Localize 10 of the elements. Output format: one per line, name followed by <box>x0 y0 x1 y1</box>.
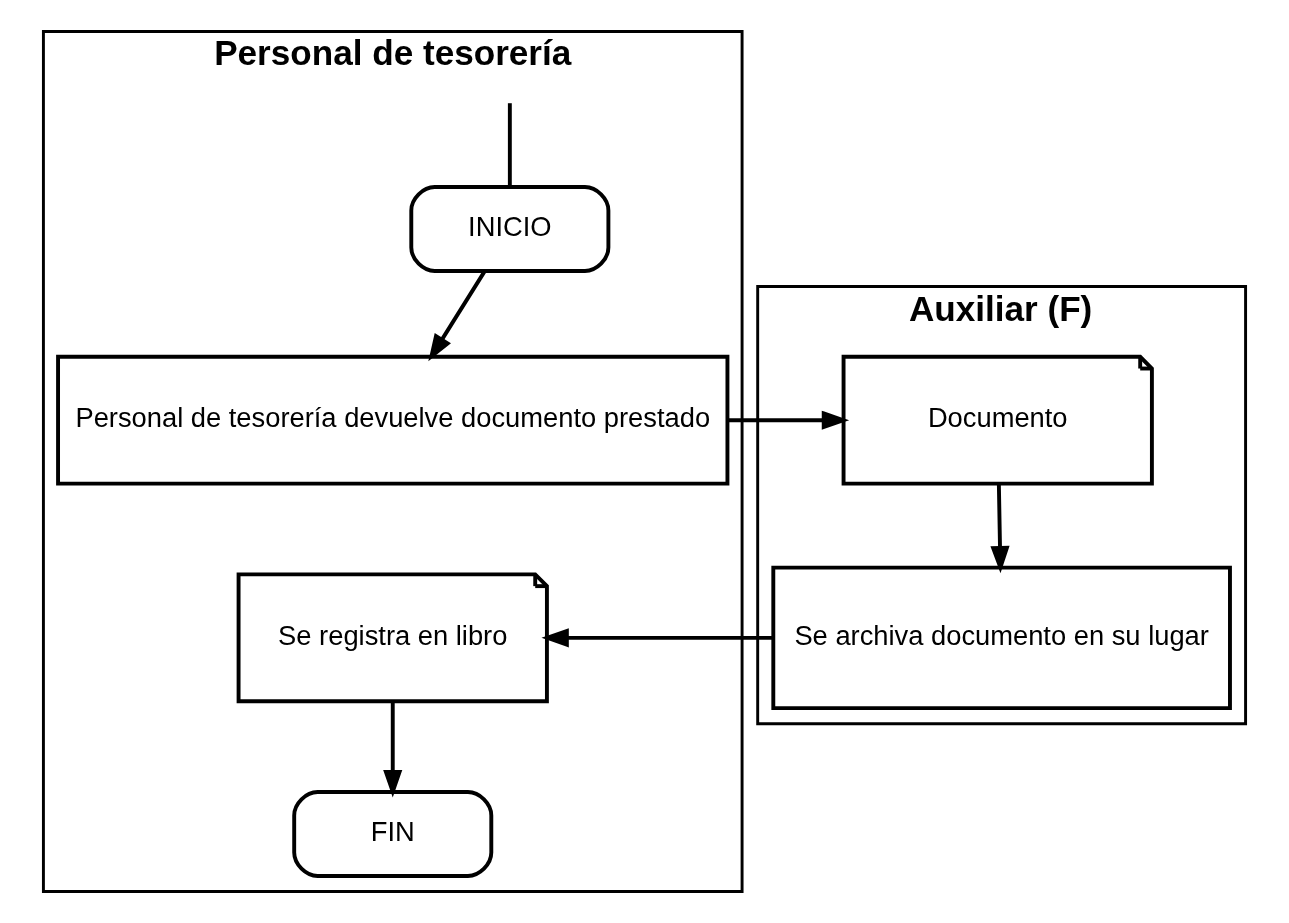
node-box: Personal de tesorería devuelve documento prestado <box>56 354 730 486</box>
connector <box>507 103 512 187</box>
node-box: FIN <box>292 790 494 878</box>
arrow <box>541 628 773 648</box>
node-box: INICIO <box>409 185 611 273</box>
node-box: Se archiva documento en su lugar <box>771 565 1232 711</box>
arrow <box>428 270 487 362</box>
arrow <box>727 410 850 430</box>
arrow <box>383 701 403 798</box>
arrow <box>990 483 1010 574</box>
